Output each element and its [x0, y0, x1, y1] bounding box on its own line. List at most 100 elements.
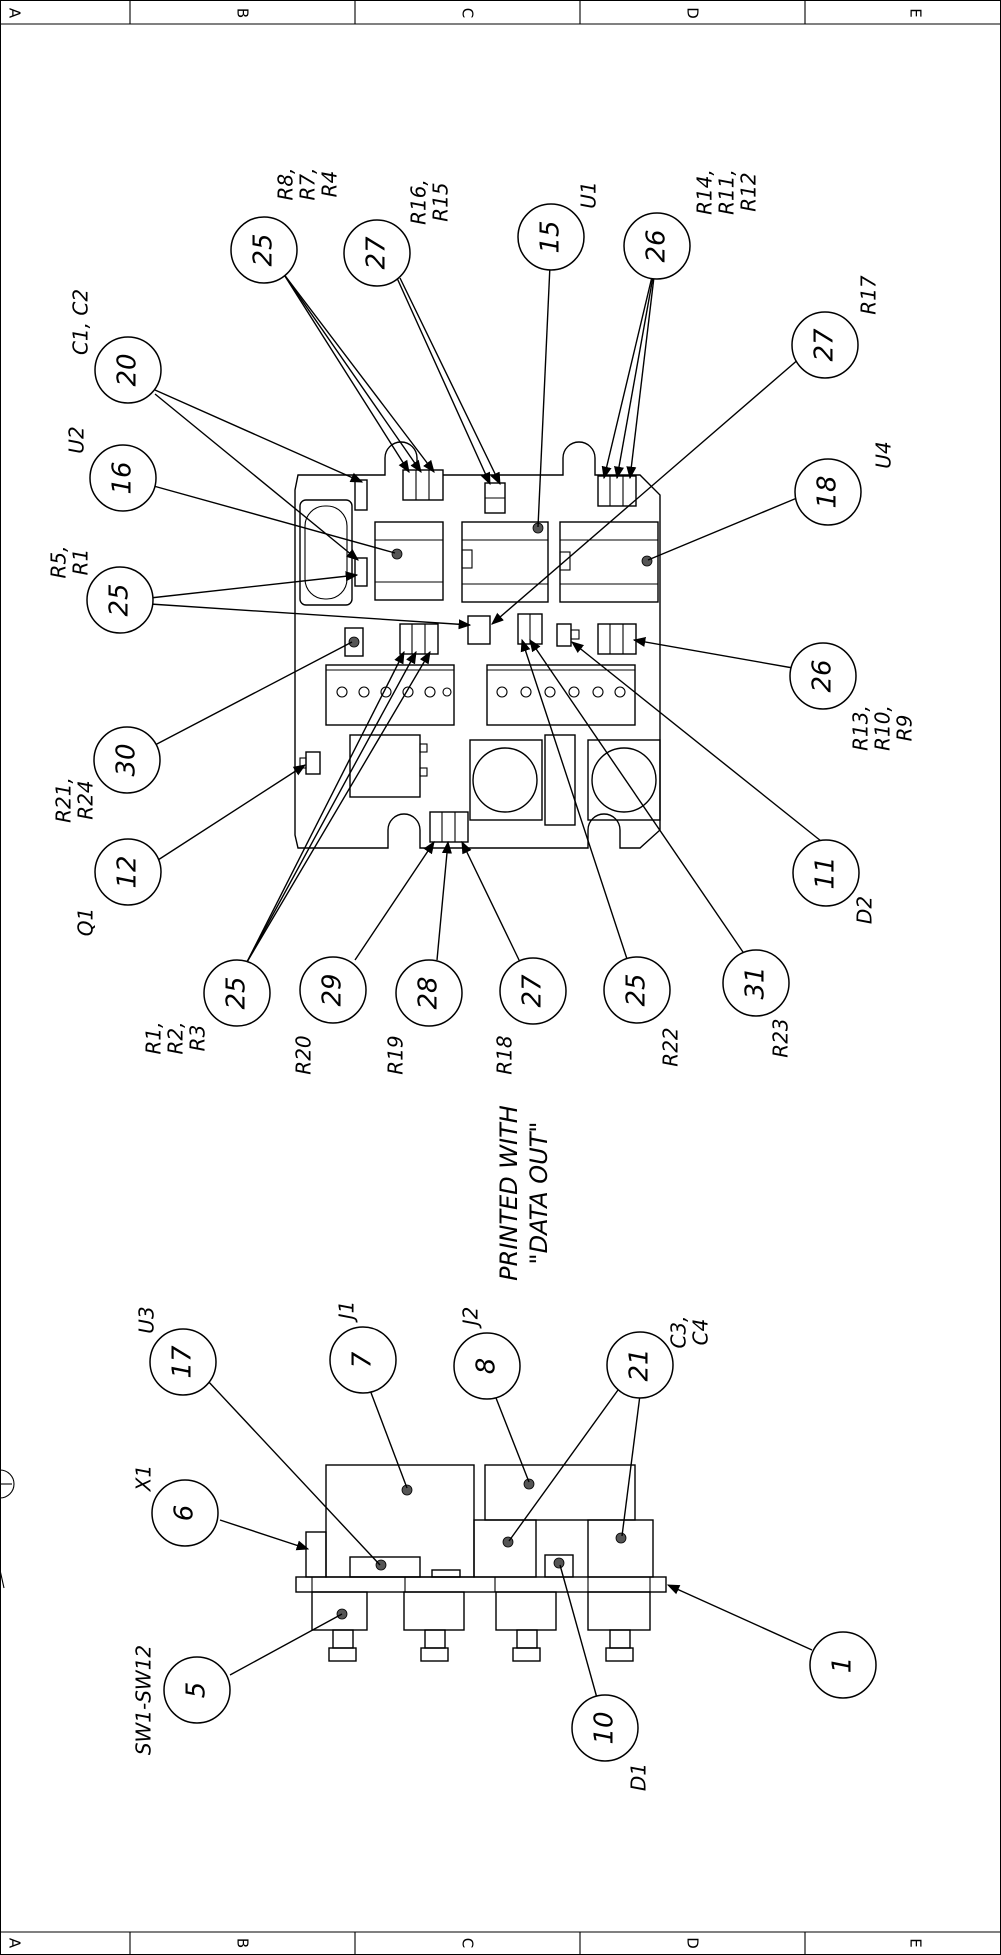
edge-marks	[0, 1469, 15, 1589]
callout-31: 31	[722, 949, 790, 1017]
svg-text:27: 27	[362, 236, 392, 270]
ref-label: SW1-SW12	[132, 1645, 156, 1755]
ref-label: R5,	[47, 546, 71, 579]
svg-text:27: 27	[810, 328, 840, 362]
ref-label: R24	[74, 780, 98, 819]
callout-7: 7	[329, 1326, 397, 1394]
ref-label: R22	[659, 1027, 683, 1066]
pcb-side-view	[295, 1464, 667, 1662]
callout-18: 18	[794, 458, 862, 526]
ref-label: R14,	[693, 169, 717, 215]
ref-label: R18	[493, 1035, 517, 1074]
ref-label: R17	[857, 275, 881, 315]
ref-label: R1,	[142, 1022, 166, 1055]
svg-text:26: 26	[808, 659, 838, 692]
ref-label: R15	[429, 182, 453, 221]
printed-note-line1: PRINTED WITH	[495, 1105, 523, 1281]
ref-label: R9	[893, 715, 917, 742]
zone-label: C	[459, 8, 477, 18]
zone-label: A	[6, 1938, 24, 1949]
zone-label: D	[684, 1937, 702, 1949]
ref-label: U2	[65, 426, 89, 453]
ref-label: R3	[186, 1025, 210, 1052]
ref-label: C4	[689, 1319, 713, 1346]
ref-label: D1	[627, 1763, 651, 1791]
callout-25-r22: 25	[603, 956, 671, 1024]
svg-text:25: 25	[249, 233, 279, 266]
svg-text:7: 7	[348, 1351, 378, 1368]
callout-26-r14: 26	[623, 212, 691, 280]
ref-label: R8,	[274, 168, 298, 201]
callout-bubbles: 20 16 25 30 12 25 29 28 27 25 31 11 26 1…	[86, 203, 877, 1762]
callout-25-r8: 25	[230, 216, 298, 284]
ref-label: R7,	[296, 168, 320, 201]
callout-27-r17: 27	[791, 311, 859, 379]
ref-label: R16,	[407, 179, 431, 225]
svg-text:26: 26	[642, 229, 672, 262]
svg-text:18: 18	[813, 475, 843, 508]
zone-label: E	[907, 8, 925, 17]
ref-label: R20	[292, 1035, 316, 1074]
svg-text:8: 8	[472, 1358, 502, 1375]
svg-text:25: 25	[105, 583, 135, 616]
callout-27-r16: 27	[343, 219, 411, 287]
callout-25-r1-r3: 25	[203, 959, 271, 1027]
svg-text:5: 5	[182, 1682, 212, 1699]
ref-label: R2,	[164, 1022, 188, 1055]
ref-label: R10,	[871, 705, 895, 751]
ref-label: R4	[318, 171, 342, 198]
callout-5: 5	[163, 1656, 231, 1724]
ref-label: U3	[135, 1306, 159, 1333]
callout-30: 30	[93, 726, 161, 794]
svg-text:25: 25	[622, 973, 652, 1006]
zone-labels-top: A B C D E	[6, 7, 925, 19]
callout-26-r13: 26	[789, 642, 857, 710]
leader-lines	[149, 259, 827, 1699]
ref-label: J2	[459, 1307, 483, 1330]
callout-10: 10	[571, 1694, 639, 1762]
callout-8: 8	[453, 1332, 521, 1400]
svg-text:31: 31	[741, 966, 771, 999]
callout-15: 15	[517, 203, 585, 271]
svg-text:20: 20	[113, 353, 143, 386]
svg-text:28: 28	[414, 976, 444, 1009]
svg-text:10: 10	[590, 1711, 620, 1744]
zone-labels-bottom: A B C D E	[6, 1937, 925, 1949]
svg-text:21: 21	[625, 1348, 655, 1381]
callout-1: 1	[809, 1631, 877, 1699]
ref-label: X1	[132, 1465, 156, 1492]
pcb-top-view	[294, 441, 661, 849]
zone-label: A	[6, 8, 24, 19]
ref-label: R19	[384, 1035, 408, 1074]
svg-text:16: 16	[108, 461, 138, 494]
callout-25-r5-r1: 25	[86, 566, 154, 634]
reference-labels: C1, C2 U2 R5, R1 R21, R24 Q1 R1, R2, R3 …	[47, 168, 917, 1792]
zone-label: D	[684, 7, 702, 19]
ref-label: R11,	[715, 169, 739, 215]
callout-27-r18: 27	[499, 957, 567, 1025]
callout-29: 29	[299, 956, 367, 1024]
ref-label: D2	[853, 896, 877, 924]
svg-text:30: 30	[112, 743, 142, 776]
zone-label: B	[234, 8, 252, 18]
callout-11: 11	[792, 839, 860, 907]
zone-label: E	[907, 1938, 925, 1947]
ref-label: R21,	[52, 777, 76, 823]
svg-text:27: 27	[518, 974, 548, 1008]
ref-label: R1	[69, 549, 93, 576]
callout-20: 20	[94, 336, 162, 404]
ref-label: U4	[872, 441, 896, 468]
callout-28: 28	[395, 959, 463, 1027]
svg-text:12: 12	[113, 855, 143, 888]
svg-text:29: 29	[318, 973, 348, 1006]
ref-label: Q1	[74, 908, 98, 936]
svg-text:17: 17	[168, 1345, 198, 1379]
zone-label: C	[459, 1938, 477, 1948]
svg-text:11: 11	[811, 856, 841, 889]
ref-label: R12	[737, 172, 761, 211]
svg-text:1: 1	[828, 1657, 858, 1674]
zone-label: B	[234, 1938, 252, 1948]
ref-label: R13,	[849, 705, 873, 751]
svg-text:15: 15	[536, 220, 566, 253]
